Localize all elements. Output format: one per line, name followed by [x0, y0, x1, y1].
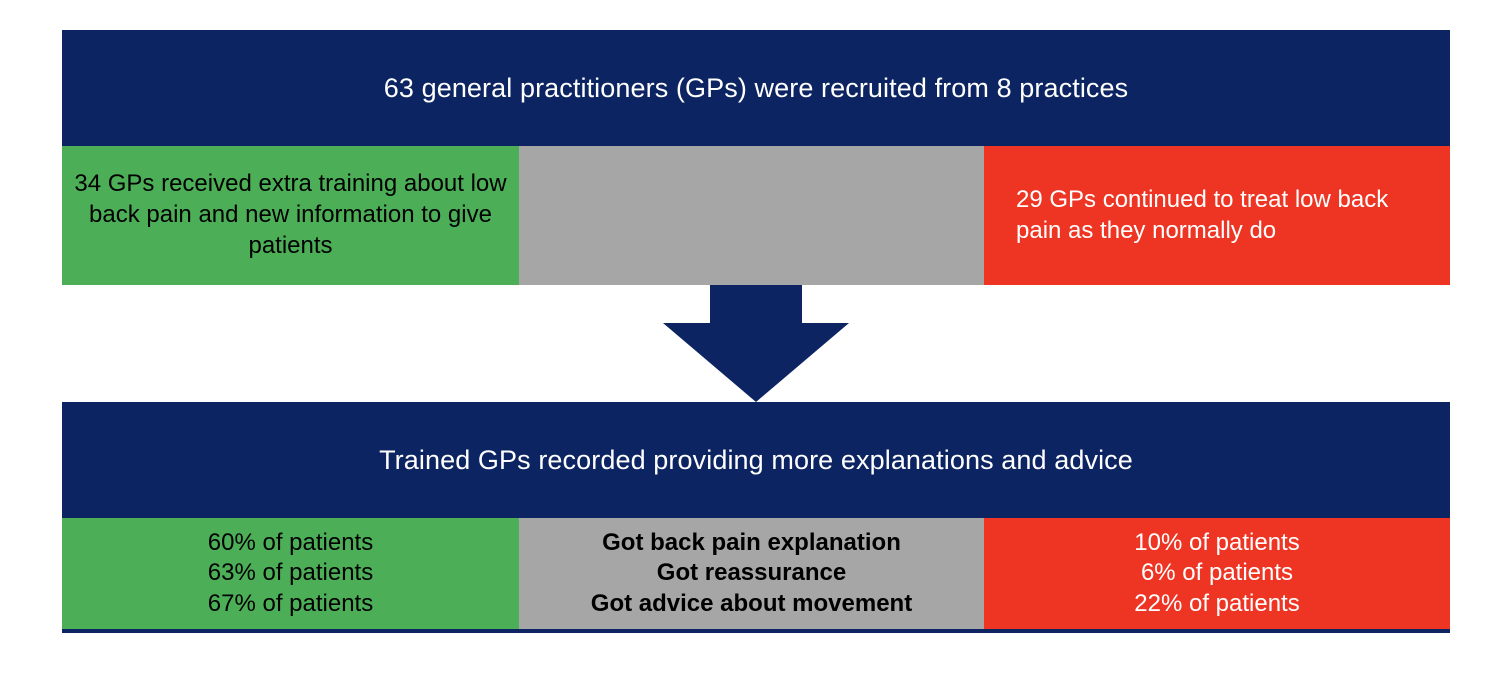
- result-value: 67% of patients: [207, 589, 374, 617]
- recruitment-header-bar: 63 general practitioners (GPs) were recr…: [62, 30, 1450, 146]
- control-results-box: 10% of patients 6% of patients 22% of pa…: [984, 518, 1450, 629]
- study-arms-row: 34 GPs received extra training about low…: [62, 146, 1450, 285]
- intervention-arm-box: 34 GPs received extra training about low…: [62, 146, 519, 285]
- outcome-measures-box: Got back pain explanation Got reassuranc…: [519, 518, 984, 629]
- down-arrow-icon: [663, 285, 849, 402]
- control-arm-label: 29 GPs continued to treat low back pain …: [1016, 185, 1389, 244]
- outcome-measure-label: Got advice about movement: [590, 589, 913, 617]
- arrow-shaft: [710, 285, 802, 323]
- result-value: 6% of patients: [1140, 559, 1294, 587]
- result-value: 10% of patients: [1134, 528, 1300, 556]
- control-arm-box: 29 GPs continued to treat low back pain …: [984, 146, 1450, 285]
- arms-spacer-box: [519, 146, 984, 285]
- result-value: 60% of patients: [207, 528, 374, 556]
- outcome-measure-label: Got reassurance: [656, 559, 847, 587]
- outcomes-header-text: Trained GPs recorded providing more expl…: [379, 444, 1133, 475]
- outcomes-results-row: 60% of patients 63% of patients 67% of p…: [62, 518, 1450, 633]
- intervention-arm-label: 34 GPs received extra training about low…: [74, 170, 507, 259]
- outcomes-header-bar: Trained GPs recorded providing more expl…: [62, 402, 1450, 518]
- recruitment-header-text: 63 general practitioners (GPs) were recr…: [383, 72, 1129, 103]
- outcome-measure-label: Got back pain explanation: [602, 528, 901, 556]
- arrow-head: [663, 323, 849, 402]
- result-value: 22% of patients: [1134, 589, 1300, 617]
- intervention-results-box: 60% of patients 63% of patients 67% of p…: [62, 518, 519, 629]
- result-value: 63% of patients: [207, 559, 374, 587]
